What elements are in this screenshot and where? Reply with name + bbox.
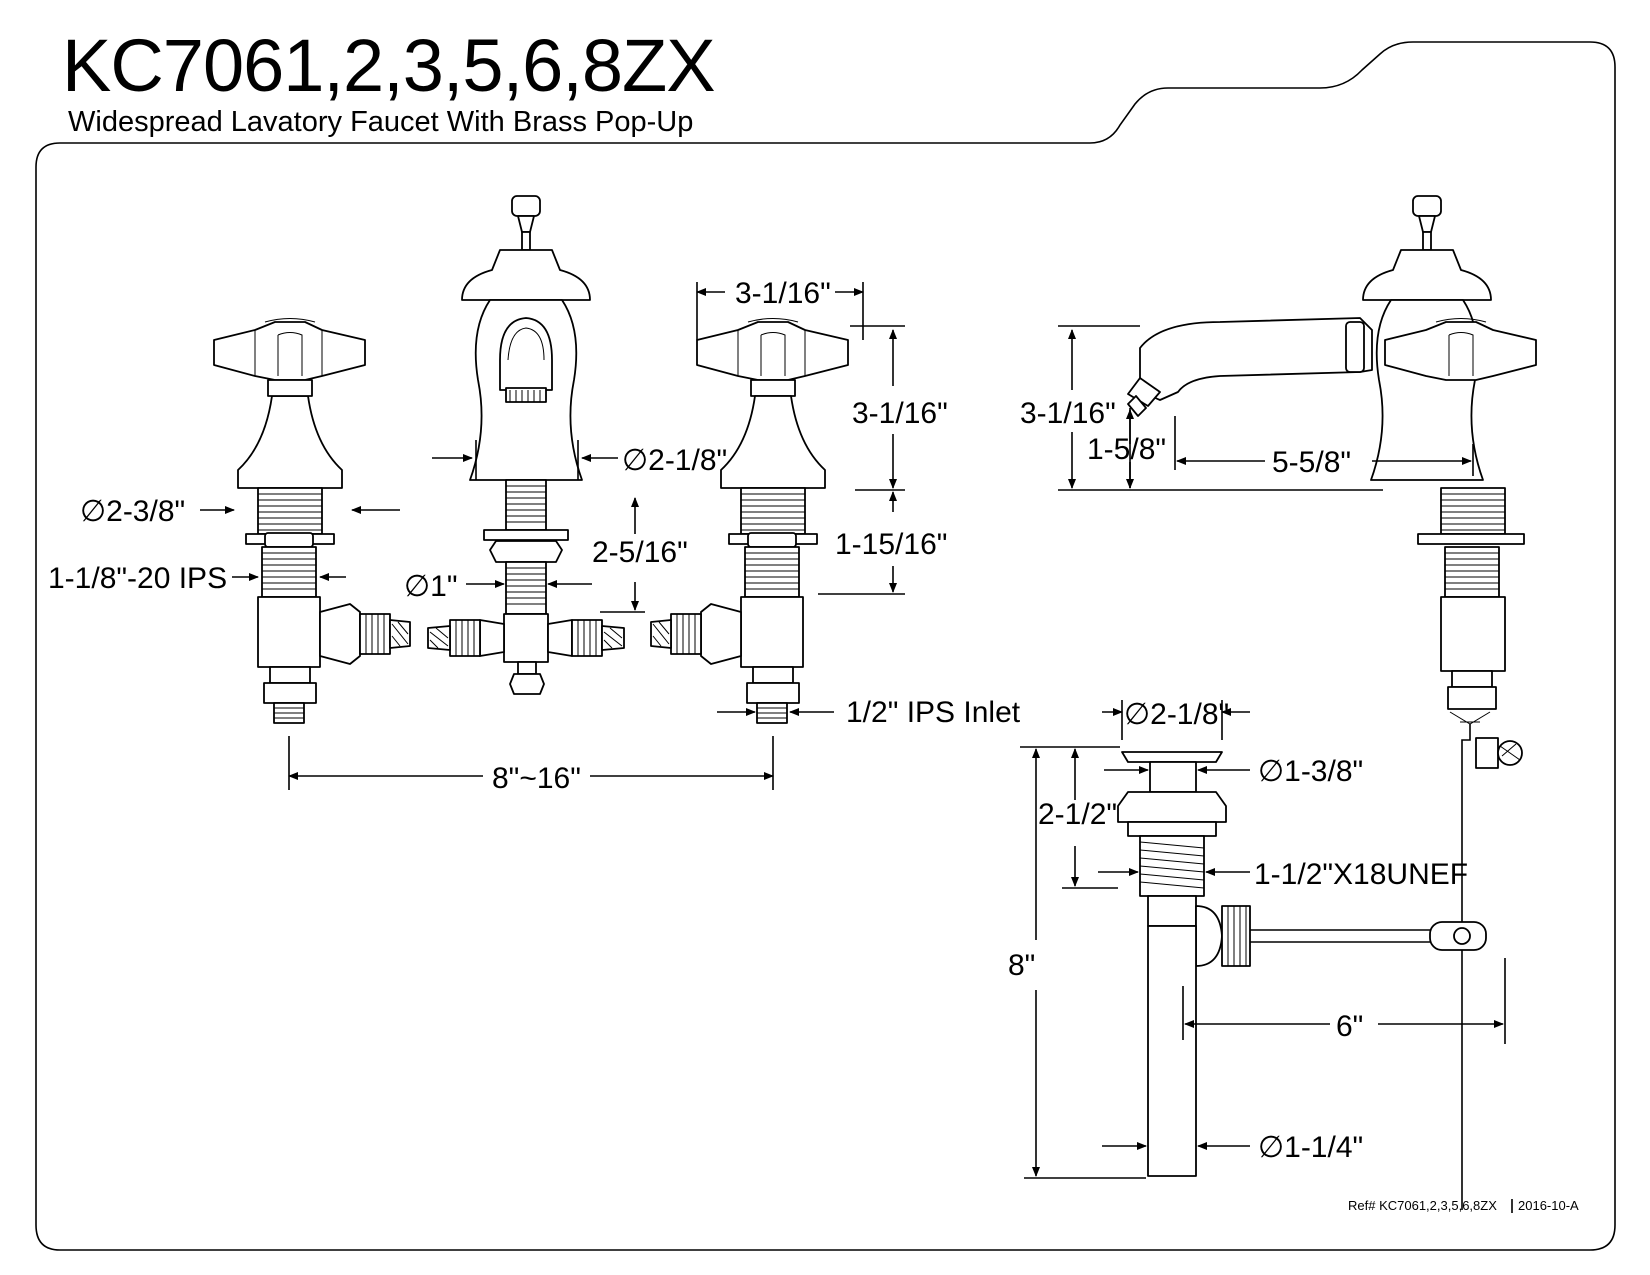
dim-drain-thread: 1-1/2"X18UNEF: [1254, 858, 1468, 891]
dim-flange-diameter: ∅2-3/8": [80, 495, 185, 528]
footer-ref: Ref# KC7061,2,3,5,6,8ZX: [1348, 1198, 1497, 1213]
dim-spout-height: 3-1/16": [1020, 397, 1116, 430]
dim-drain-flange-diameter: ∅2-1/8": [1124, 698, 1229, 731]
right-handle-valve: [650, 318, 849, 724]
dimension-lines-drain: [1020, 700, 1506, 1179]
dim-tailpiece-diameter: ∅1-1/4": [1258, 1131, 1363, 1164]
dim-rod-length: 6": [1336, 1010, 1363, 1043]
dim-drain-total-length: 8": [1008, 949, 1035, 982]
dim-shank-length-center: 2-5/16": [592, 536, 688, 569]
side-view-faucet: [1127, 195, 1537, 1210]
dim-handle-width: 3-1/16": [735, 277, 831, 310]
dim-stopper-diameter: ∅1-3/8": [1258, 755, 1363, 788]
footer-revision: 2016-10-A: [1518, 1198, 1579, 1213]
dim-shank-length-side: 1-15/16": [835, 528, 947, 561]
dim-spread: 8"~16": [492, 762, 581, 795]
dim-handle-height: 3-1/16": [852, 397, 948, 430]
dim-valve-thread: 1-1/8"-20 IPS: [48, 562, 227, 595]
dim-spout-reach: 5-5/8": [1272, 446, 1351, 479]
center-spout: [427, 195, 625, 695]
dim-shank-diameter: ∅1": [404, 570, 457, 603]
left-handle-valve: [213, 318, 411, 724]
dimension-lines-front: [200, 282, 905, 790]
dim-inlet: 1/2" IPS Inlet: [846, 696, 1021, 729]
page-subtitle: Widespread Lavatory Faucet With Brass Po…: [68, 106, 694, 138]
dim-spout-diameter: ∅2-1/8": [622, 444, 727, 477]
dimension-lines-side: [1058, 325, 1474, 491]
frame-border: [35, 41, 1616, 1251]
page-title: KC7061,2,3,5,6,8ZX: [62, 24, 716, 107]
dim-aerator-height: 1-5/8": [1087, 433, 1166, 466]
drain-assembly: [1117, 751, 1487, 1177]
dim-drain-body-height: 2-1/2": [1038, 798, 1117, 831]
